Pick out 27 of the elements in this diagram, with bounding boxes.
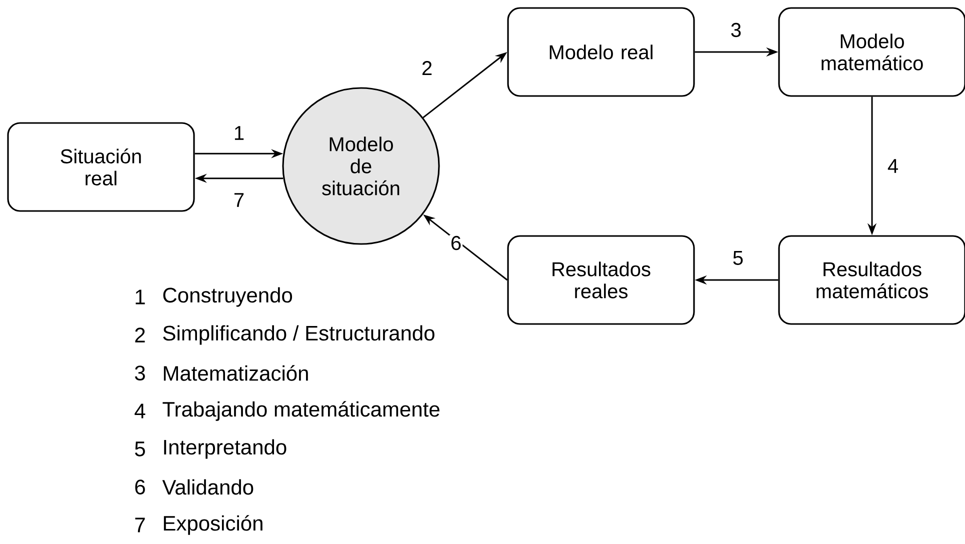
edge-label: 2 bbox=[420, 60, 434, 76]
edge-label: 5 bbox=[731, 250, 745, 266]
step-name: Interpretando bbox=[164, 439, 286, 459]
step-name: Exposición bbox=[164, 515, 262, 535]
step-number: 3 bbox=[134, 366, 145, 380]
edge-label: 4 bbox=[886, 158, 900, 174]
step-number: 4 bbox=[134, 404, 146, 418]
step-name: Construyendo bbox=[163, 287, 292, 307]
step-name: Validando bbox=[162, 479, 254, 495]
process-box: Resultados reales bbox=[507, 235, 695, 325]
edge-label: 7 bbox=[232, 192, 246, 208]
circle-node: Modelo de situación bbox=[282, 87, 440, 245]
process-box: Situación real bbox=[7, 122, 195, 212]
edge-label: 6 bbox=[449, 234, 463, 252]
process-box: Modelo matemático bbox=[778, 7, 965, 97]
step-name: Trabajando matemáticamente bbox=[162, 401, 440, 421]
process-box: Modelo real bbox=[507, 7, 695, 97]
step-name: Matematización bbox=[164, 365, 308, 381]
process-box: Resultados matemáticos bbox=[778, 235, 965, 325]
edge-label: 3 bbox=[729, 22, 743, 38]
step-number: 5 bbox=[135, 442, 145, 456]
step-number: 1 bbox=[136, 290, 145, 304]
step-number: 2 bbox=[135, 328, 145, 342]
step-number: 6 bbox=[135, 480, 145, 494]
step-name: Simplificando / Estructurando bbox=[163, 325, 434, 345]
step-number: 7 bbox=[135, 518, 145, 532]
edge-label: 1 bbox=[232, 125, 246, 141]
